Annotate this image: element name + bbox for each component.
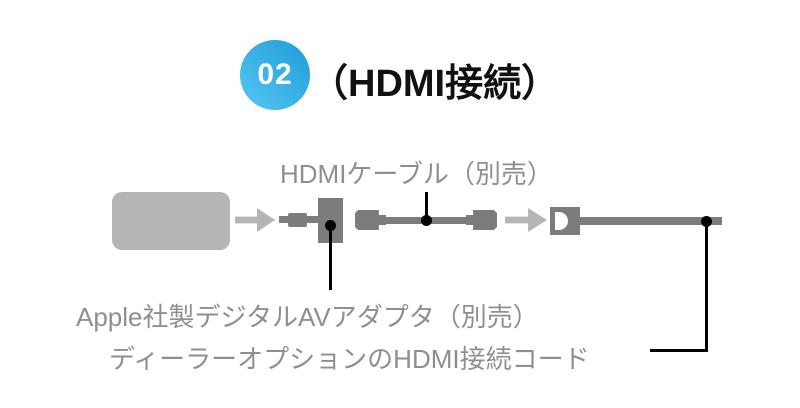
page-title: （HDMI接続） [310, 63, 560, 105]
leader-line-adapter [329, 226, 332, 290]
hdmi-port-d-shape [555, 212, 568, 230]
right-arrow-icon [235, 208, 275, 232]
hdmi-plug-icon [355, 210, 386, 230]
dealer-cord-label: ディーラーオプションのHDMI接続コード [109, 344, 590, 374]
hdmi-cable-label: HDMIケーブル（別売） [280, 159, 553, 189]
step-number-badge: 02 [240, 40, 310, 110]
lightning-plug-icon [288, 213, 307, 227]
lightning-plug-icon [307, 216, 318, 223]
dealer-cord-cable-icon [580, 217, 722, 225]
leader-line-cord-horizontal [650, 349, 708, 352]
leader-line-cord-vertical [705, 221, 708, 352]
callout-dot-adapter [325, 220, 336, 231]
source-device-icon [112, 192, 230, 250]
hdmi-plug-icon [466, 210, 497, 230]
lightning-plug-icon [279, 216, 288, 223]
step-number: 02 [257, 58, 293, 91]
right-arrow-icon [505, 208, 547, 232]
leader-line-cable [425, 192, 428, 221]
av-adapter-label: Apple社製デジタルAVアダプタ（別売） [76, 302, 539, 332]
